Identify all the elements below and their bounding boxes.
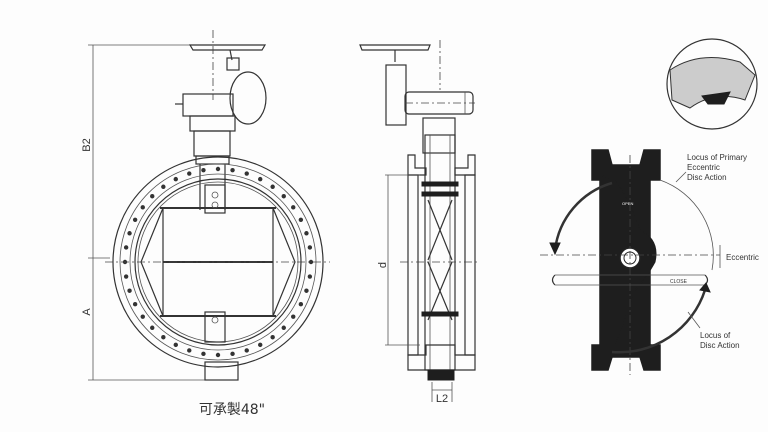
disc: [140, 184, 296, 343]
bolt-hole: [140, 205, 145, 210]
bottom-boss: [204, 361, 239, 381]
bolt-hole: [291, 314, 296, 319]
close-label: CLOSE: [670, 279, 688, 285]
bolt-hole: [307, 245, 313, 250]
seat-detail: [666, 38, 758, 130]
bolt-hole: [161, 184, 166, 189]
dim-d-label: d: [377, 262, 389, 268]
bolt-hole: [307, 274, 313, 279]
gear-operator: [229, 71, 267, 125]
bolt-hole: [201, 167, 206, 173]
bolt-hole: [215, 166, 221, 172]
locus-primary-line1: Locus of Primary: [687, 153, 747, 162]
bolt-hole: [150, 194, 155, 199]
dim-l2-label: L2: [436, 393, 448, 405]
bolt-hole: [140, 314, 145, 319]
bolt-hole: [230, 351, 235, 357]
bolt-hole: [258, 176, 263, 182]
bolt-hole: [298, 302, 304, 307]
bolt-hole: [291, 205, 296, 210]
side-view: d L2: [359, 40, 480, 405]
bolt-hole: [123, 245, 129, 250]
bolt-hole: [161, 335, 166, 340]
bolt-hole: [132, 302, 138, 307]
locus-disc-line1: Locus of: [700, 331, 731, 340]
bolt-hole: [304, 231, 309, 236]
bolt-hole: [281, 194, 286, 199]
bolt-hole: [201, 351, 206, 357]
bolt-hole: [304, 288, 309, 293]
bolt-hole: [308, 259, 314, 265]
bolt-hole: [270, 335, 275, 340]
handwheel: [188, 44, 267, 71]
bolt-hole: [270, 184, 275, 189]
locus-primary-line2: Eccentric: [687, 163, 720, 172]
bolt-hole: [127, 288, 132, 293]
bolt-hole: [132, 217, 138, 222]
bolt-hole: [281, 325, 286, 330]
eccentric-label: Eccentric: [726, 253, 759, 262]
locus-disc-line2: Disc Action: [700, 341, 740, 350]
front-view: B2 A: [81, 30, 330, 418]
section-view: OPEN CLOSE Locus of Primary Eccentric Di…: [540, 149, 759, 375]
bolt-hole: [244, 171, 249, 176]
bolt-hole: [244, 348, 249, 353]
bolt-hole: [187, 171, 192, 176]
size-caption: 可承製48": [199, 402, 265, 418]
dim-a-label: A: [81, 308, 93, 316]
bolt-hole: [215, 352, 221, 358]
bolt-hole: [298, 217, 304, 222]
bolt-hole: [230, 167, 235, 173]
locus-primary-line3: Disc Action: [687, 173, 727, 182]
bolt-hole: [127, 231, 132, 236]
open-label: OPEN: [622, 201, 633, 206]
bolt-hole: [173, 176, 178, 182]
bolt-hole: [187, 348, 192, 353]
bolt-hole: [173, 342, 178, 348]
bolt-hole: [150, 325, 155, 330]
bolt-hole: [258, 342, 263, 348]
dim-b2-label: B2: [81, 138, 93, 151]
bolt-hole: [123, 274, 129, 279]
bolt-holes: [122, 166, 314, 358]
